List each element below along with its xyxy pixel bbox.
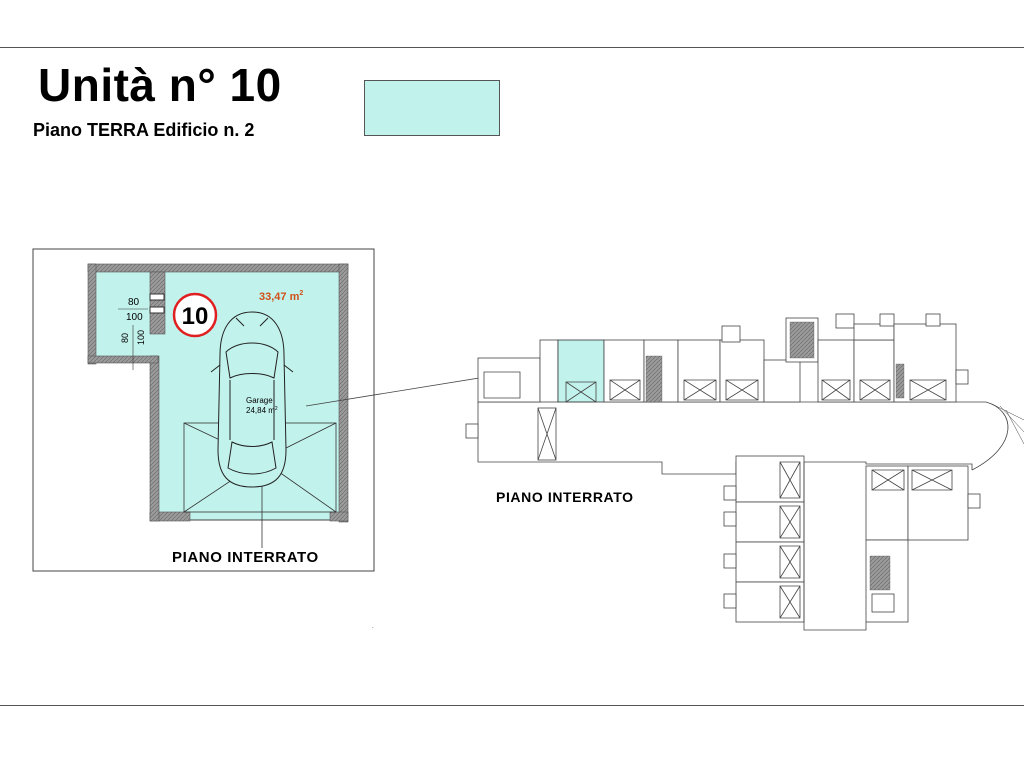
corridor-curve-inner: [991, 403, 1024, 445]
overview-plan: PIANO INTERRATO: [465, 313, 1024, 631]
dimension-label: 100: [126, 312, 143, 323]
highlighted-unit: [557, 339, 605, 403]
unit-number: 10: [182, 303, 209, 330]
garage-walls: [87, 263, 349, 523]
detail-caption: PIANO INTERRATO: [172, 549, 319, 566]
legend-swatch: [364, 80, 500, 136]
corridor-curve: [971, 401, 1009, 471]
page-title: Unità n° 10: [38, 59, 282, 111]
southeast-wing: [865, 465, 981, 623]
page-subtitle: Piano TERRA Edificio n. 2: [33, 120, 255, 140]
unit-number-badge: [172, 292, 218, 338]
detail-panel: 80 100 80 100 10 33,47 m2: [32, 248, 375, 630]
top-rule: [0, 47, 1024, 48]
car-icon: [210, 311, 294, 488]
overview-caption: PIANO INTERRATO: [496, 489, 634, 505]
south-wing: [723, 455, 867, 631]
dimension-label: 80: [120, 333, 130, 343]
small-mark: .: [372, 624, 374, 630]
unit-area: 33,47 m2: [259, 290, 303, 303]
dimension-label: 80: [128, 297, 140, 308]
dimension-label: 100: [136, 330, 146, 345]
room-name: Garage: [246, 396, 273, 405]
bottom-rule: [0, 705, 1024, 706]
door-frame: [149, 293, 165, 314]
room-area: 24,84 m2: [246, 406, 278, 415]
north-rooms: [477, 313, 969, 403]
